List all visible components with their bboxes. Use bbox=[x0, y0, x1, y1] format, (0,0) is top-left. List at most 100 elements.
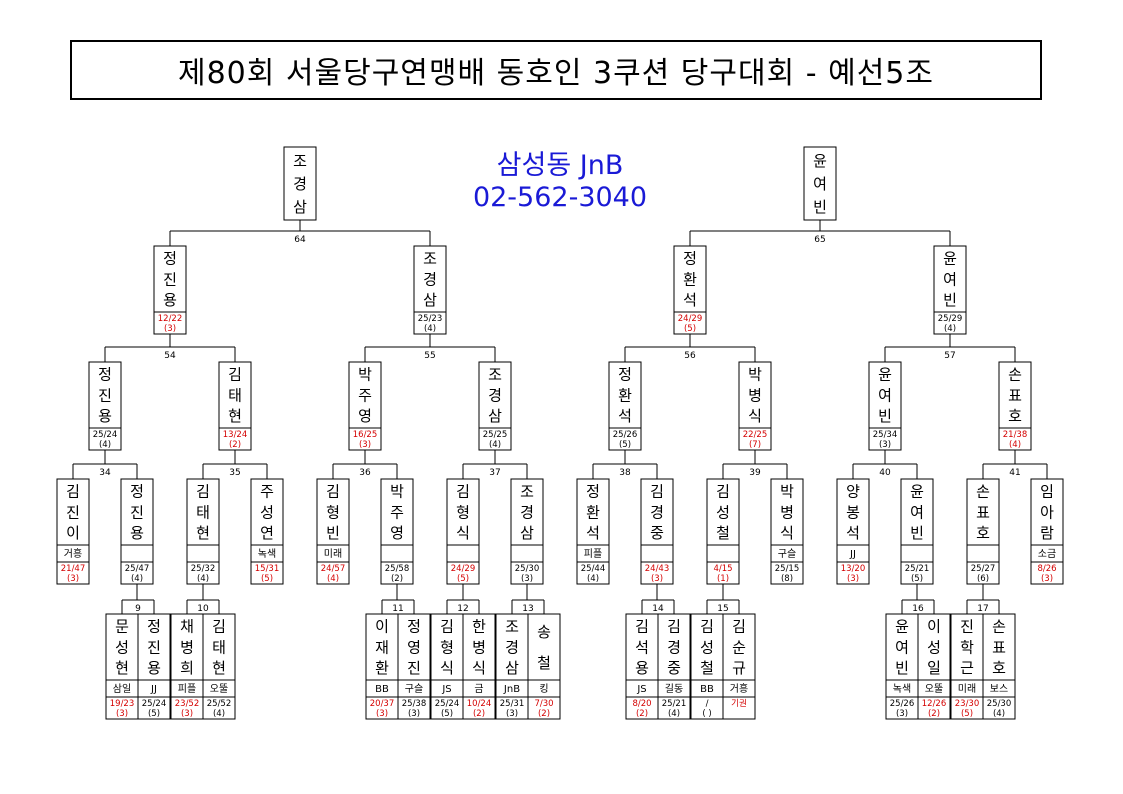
first-round-player-7-name-char: 김 bbox=[440, 618, 454, 636]
first-round-player-11-rank: (2) bbox=[636, 709, 648, 719]
round3-player-12-score: 25/15 bbox=[775, 564, 800, 574]
round3-player-8-name-char: 조 bbox=[520, 483, 534, 501]
round3-player-14-club-cell bbox=[900, 544, 934, 563]
round3-player-8-club-cell bbox=[510, 544, 544, 563]
semifinal-player-1-name-char: 정 bbox=[163, 250, 177, 268]
quarterfinal-player-2-rank: (2) bbox=[229, 440, 241, 450]
first-round-player-17-club: 미래 bbox=[958, 683, 976, 695]
first-round-player-17-name-char: 진 bbox=[960, 618, 974, 636]
round3-player-9-name-char: 정 bbox=[586, 483, 600, 501]
first-round-player-12-score-cell bbox=[657, 696, 691, 720]
round3-player-1-club: 거흥 bbox=[64, 547, 82, 560]
round3-player-8-name-char: 경 bbox=[520, 503, 534, 521]
round3-player-2-rank: (4) bbox=[131, 574, 143, 584]
first-round-player-3-club: 피플 bbox=[178, 683, 196, 695]
first-round-player-8-name-char: 한 bbox=[472, 618, 486, 636]
semifinal-player-2-name-char: 조 bbox=[423, 250, 437, 268]
quarterfinal-player-1-rank: (4) bbox=[99, 440, 111, 450]
first-round-player-16-score-cell bbox=[917, 696, 951, 720]
first-round-player-15-name-char: 여 bbox=[895, 638, 909, 656]
round3-player-6-name-char: 주 bbox=[390, 503, 404, 521]
round3-player-9-club: 피플 bbox=[584, 548, 602, 560]
quarterfinal-match-6-label: 39 bbox=[749, 468, 761, 478]
first-round-player-7-name-char: 식 bbox=[440, 659, 454, 677]
first-round-player-9-rank: (3) bbox=[506, 709, 518, 719]
quarterfinal-player-5-name-char: 환 bbox=[618, 386, 632, 404]
first-round-player-13-name-char: 김 bbox=[700, 618, 714, 636]
round3-player-13-score: 13/20 bbox=[841, 564, 866, 574]
round3-player-1-name-char: 이 bbox=[66, 524, 80, 542]
quarterfinal-player-2-score: 13/24 bbox=[223, 430, 248, 440]
final-match-2-label: 65 bbox=[814, 235, 825, 245]
round3-player-4-score: 15/31 bbox=[255, 564, 280, 574]
winner-2-name-char: 여 bbox=[813, 175, 827, 193]
first-round-player-10-name-char: 철 bbox=[537, 654, 551, 672]
semifinal-player-2-name-char: 삼 bbox=[423, 291, 437, 309]
round3-player-9-name-char: 석 bbox=[586, 524, 600, 542]
first-round-player-4-rank: (4) bbox=[213, 709, 225, 719]
round3-player-10-name-char: 경 bbox=[650, 503, 664, 521]
round3-player-2-name-char: 진 bbox=[130, 503, 144, 521]
round3-player-10-name-char: 김 bbox=[650, 483, 664, 501]
round3-player-15-rank: (6) bbox=[977, 574, 989, 584]
first-round-match-1-label: 9 bbox=[135, 604, 141, 614]
first-round-match-7-label: 15 bbox=[717, 604, 728, 614]
first-round-player-11-score: 8/20 bbox=[632, 699, 651, 709]
round3-player-1-score: 21/47 bbox=[61, 564, 86, 574]
winner-1-name-char: 조 bbox=[293, 152, 307, 170]
round3-player-3-name-char: 태 bbox=[196, 503, 210, 521]
first-round-player-1-club: 삼일 bbox=[113, 683, 131, 695]
round3-player-13-name-char: 양 bbox=[846, 483, 860, 501]
round3-player-3-score: 25/32 bbox=[191, 564, 216, 574]
first-round-player-1-score: 19/23 bbox=[110, 699, 135, 709]
round3-player-1-name-char: 김 bbox=[66, 483, 80, 501]
quarterfinal-player-2-name-char: 태 bbox=[228, 386, 242, 404]
round3-player-3-club-cell bbox=[186, 544, 220, 563]
first-round-player-5-rank: (3) bbox=[376, 709, 388, 719]
quarterfinal-player-4-rank: (4) bbox=[489, 440, 501, 450]
first-round-player-12-name-char: 경 bbox=[667, 638, 681, 656]
round3-player-3-rank: (4) bbox=[197, 574, 209, 584]
quarterfinal-player-3-name-char: 주 bbox=[358, 386, 372, 404]
round3-player-7-name-char: 식 bbox=[456, 524, 470, 542]
semifinal-match-2-label: 55 bbox=[424, 351, 435, 361]
first-round-player-10-score: 7/30 bbox=[534, 699, 553, 709]
first-round-player-4-name-char: 김 bbox=[212, 618, 226, 636]
quarterfinal-player-7-rank: (3) bbox=[879, 440, 891, 450]
first-round-player-14-score: 기권 bbox=[731, 698, 747, 709]
first-round-player-6-name-char: 영 bbox=[407, 638, 421, 656]
first-round-player-12-name-char: 김 bbox=[667, 618, 681, 636]
quarterfinal-player-1-score: 25/24 bbox=[93, 430, 118, 440]
semifinal-player-1-name-char: 진 bbox=[163, 270, 177, 288]
first-round-player-13-name-char: 철 bbox=[700, 659, 714, 677]
round3-player-13-name-char: 봉 bbox=[846, 503, 860, 521]
round3-player-2-name-char: 용 bbox=[130, 524, 144, 542]
first-round-player-2-name-char: 정 bbox=[147, 618, 161, 636]
round3-player-2-score: 25/47 bbox=[125, 564, 150, 574]
quarterfinal-player-4-score: 25/25 bbox=[483, 430, 508, 440]
round3-player-12-name-char: 병 bbox=[780, 503, 794, 521]
quarterfinal-player-5-name-char: 석 bbox=[618, 407, 632, 425]
semifinal-player-3-name-char: 석 bbox=[683, 291, 697, 309]
first-round-player-7-name-char: 형 bbox=[440, 638, 454, 656]
first-round-player-2-rank: (5) bbox=[148, 709, 160, 719]
semifinal-player-3-name-char: 정 bbox=[683, 250, 697, 268]
round3-player-11-name-char: 성 bbox=[716, 503, 730, 521]
first-round-player-12-score: 25/21 bbox=[662, 699, 687, 709]
first-round-player-2-score-cell bbox=[137, 696, 171, 720]
first-round-player-15-club: 녹색 bbox=[893, 683, 911, 695]
winner-2-name-char: 빈 bbox=[813, 198, 827, 216]
round3-player-8-score: 25/30 bbox=[515, 564, 540, 574]
first-round-player-11-name-char: 석 bbox=[635, 638, 649, 656]
first-round-player-2-name-char: 진 bbox=[147, 638, 161, 656]
round3-player-12-club: 구슬 bbox=[778, 548, 796, 560]
round3-player-7-club-cell bbox=[446, 544, 480, 563]
quarterfinal-player-2-name-char: 김 bbox=[228, 366, 242, 384]
round3-player-13-name-char: 석 bbox=[846, 524, 860, 542]
first-round-player-12-name-char: 중 bbox=[667, 659, 681, 677]
first-round-player-16-name-char: 이 bbox=[927, 618, 941, 636]
first-round-match-9-label: 17 bbox=[977, 604, 988, 614]
first-round-player-9-score: 25/31 bbox=[500, 699, 525, 709]
quarterfinal-player-2-name-char: 현 bbox=[228, 407, 242, 425]
